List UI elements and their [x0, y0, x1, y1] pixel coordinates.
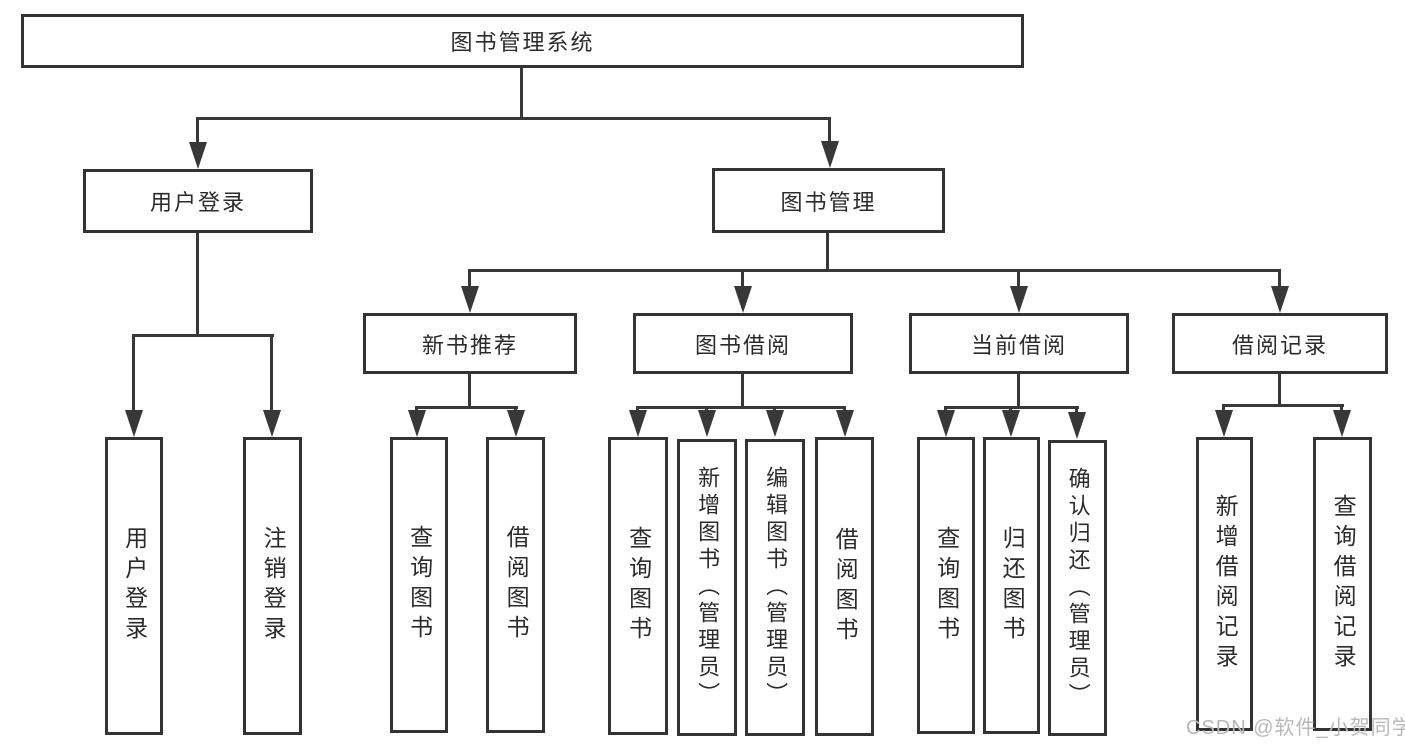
node-label: 查询图书: [406, 525, 433, 645]
arrow-head: [1010, 286, 1028, 313]
connector-line: [636, 406, 846, 409]
node-label: 查询借阅记录: [1330, 494, 1357, 674]
arrow-head: [1333, 410, 1351, 437]
connector-line: [826, 233, 829, 272]
node-confirm-return-admin: 确认归还（管理员）: [1048, 440, 1107, 736]
node-label: 当前借阅: [970, 332, 1067, 358]
connector-line: [1278, 373, 1281, 407]
node-add-book-admin: 新增图书（管理员）: [677, 439, 737, 736]
node-label: 新增图书（管理员）: [695, 466, 721, 709]
node-query-borrow-record: 查询借阅记录: [1313, 437, 1372, 731]
connector-line: [741, 269, 744, 288]
arrow-head: [263, 410, 281, 437]
watermark: CSDN @软件_小贺同学: [1186, 717, 1405, 739]
arrow-head: [629, 410, 647, 437]
node-borrow-records: 借阅记录: [1172, 313, 1388, 374]
node-label: 图书管理系统: [450, 30, 595, 55]
connector-line: [1017, 373, 1020, 408]
connector-line: [468, 269, 1281, 272]
arrow-head: [1271, 286, 1289, 313]
node-label: 编辑图书（管理员）: [763, 466, 789, 709]
node-label: 用户登录: [149, 190, 246, 215]
node-query-books-recommend: 查询图书: [390, 437, 448, 733]
arrow-head: [734, 286, 752, 313]
connector-line: [1278, 269, 1281, 288]
arrow-head: [937, 410, 955, 437]
connector-line: [1222, 404, 1344, 407]
node-label: 新书推荐: [421, 332, 518, 358]
node-label: 用户登录: [121, 526, 148, 646]
node-library-system: 图书管理系统: [21, 14, 1024, 68]
connector-line: [270, 334, 273, 410]
node-label: 借阅记录: [1231, 332, 1328, 358]
connector-line: [468, 373, 471, 408]
connector-line: [468, 269, 471, 288]
connector-line: [741, 373, 744, 408]
arrow-head: [698, 410, 716, 437]
node-label: 借阅图书: [832, 526, 859, 647]
arrow-head: [507, 410, 525, 437]
arrow-head: [408, 410, 426, 437]
arrow-head: [1215, 410, 1233, 437]
node-borrow-books-recommend: 借阅图书: [486, 437, 545, 733]
node-label: 图书借阅: [694, 332, 791, 358]
connector-line: [828, 117, 831, 145]
arrow-head: [125, 410, 143, 437]
node-label: 确认归还（管理员）: [1065, 466, 1091, 710]
connector-line: [1075, 406, 1078, 414]
node-current-borrow: 当前借阅: [909, 313, 1129, 374]
node-return-book: 归还图书: [983, 437, 1040, 734]
arrow-head: [836, 410, 854, 437]
connector-line: [132, 334, 274, 337]
node-label: 图书管理: [780, 189, 877, 215]
arrow-head: [1002, 410, 1020, 437]
node-book-borrow: 图书借阅: [633, 313, 853, 374]
arrow-head: [189, 142, 207, 169]
node-label: 查询图书: [625, 526, 652, 646]
node-borrow-books-borrow: 借阅图书: [815, 437, 874, 736]
connector-line: [415, 406, 518, 409]
node-add-borrow-record: 新增借阅记录: [1196, 437, 1253, 731]
connector-line: [1017, 269, 1020, 288]
node-label: 借阅图书: [503, 525, 530, 645]
node-label: 新增借阅记录: [1212, 494, 1239, 674]
arrow-head: [766, 410, 784, 437]
node-query-books-current: 查询图书: [917, 437, 975, 734]
connector-line: [196, 117, 831, 120]
node-label: 归还图书: [999, 525, 1026, 646]
node-query-books-borrow: 查询图书: [608, 437, 668, 735]
connector-line: [1222, 404, 1225, 414]
connector-line: [132, 334, 135, 410]
node-edit-book-admin: 编辑图书（管理员）: [745, 439, 805, 736]
node-user-login: 用户登录: [83, 169, 313, 233]
node-book-management: 图书管理: [712, 168, 945, 233]
connector-line: [520, 68, 523, 120]
connector-line: [196, 117, 199, 145]
node-logout: 注销登录: [243, 437, 302, 735]
node-new-book-recommend: 新书推荐: [363, 313, 577, 374]
node-label: 注销登录: [260, 526, 287, 646]
connector-line: [1340, 404, 1343, 414]
connector-line: [196, 233, 199, 337]
arrow-head: [461, 286, 479, 313]
arrow-head: [1068, 412, 1086, 439]
node-label: 查询图书: [933, 525, 960, 646]
arrow-head: [821, 141, 839, 168]
node-user-login-leaf: 用户登录: [105, 437, 163, 735]
